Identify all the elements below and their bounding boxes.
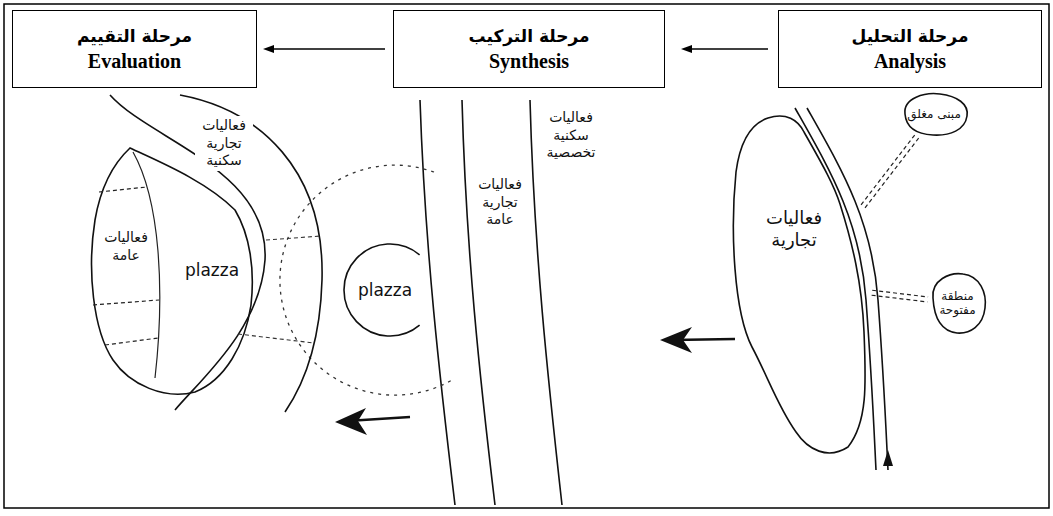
dashed-zone-arc bbox=[280, 165, 452, 395]
outline-path bbox=[733, 116, 865, 453]
strip-division bbox=[93, 300, 159, 305]
zone-label: فعاليات تجارية bbox=[757, 207, 832, 250]
activity-zone: فعاليات تجارية bbox=[728, 112, 878, 457]
stage-arrow-head bbox=[660, 327, 692, 353]
stage-box: مرحلة التقييمEvaluation bbox=[12, 10, 257, 88]
sketch-label: فعاليات سكنية تخصصية bbox=[540, 108, 602, 163]
dashed-link bbox=[861, 134, 920, 208]
shape-outline bbox=[728, 112, 878, 457]
band-division bbox=[266, 236, 321, 240]
plaza-region: plazza bbox=[85, 140, 260, 400]
stage-box: مرحلة التركيبSynthesis bbox=[393, 10, 665, 88]
band-line bbox=[180, 95, 322, 412]
sketch-label: فعاليات تجارية سكنية bbox=[195, 116, 253, 171]
street-line bbox=[807, 108, 888, 470]
zone-label: مبنى مغلق bbox=[907, 107, 961, 121]
stage-title-en: Analysis bbox=[874, 49, 946, 73]
zone-label: plazza bbox=[358, 280, 412, 300]
band-division bbox=[238, 334, 314, 343]
outer-frame bbox=[4, 4, 1049, 508]
connector-line bbox=[271, 48, 385, 49]
outline-path bbox=[344, 244, 420, 336]
sketch-label: فعاليات عامة bbox=[100, 228, 152, 265]
open-area-blob: منطقة مفتوحة bbox=[925, 268, 990, 338]
strip-line bbox=[133, 152, 160, 378]
connector-line bbox=[689, 48, 768, 49]
outline-path bbox=[905, 94, 967, 135]
outline-path bbox=[92, 148, 253, 394]
link-line bbox=[861, 134, 916, 205]
arrow-head bbox=[681, 45, 692, 53]
street-line bbox=[462, 100, 495, 505]
stage-title-en: Evaluation bbox=[88, 49, 181, 73]
stage-title: مرحلة التركيب bbox=[468, 25, 589, 47]
strip-division bbox=[99, 187, 147, 192]
stage-title: مرحلة التقييم bbox=[77, 25, 192, 47]
stage-arrow-head bbox=[335, 408, 367, 435]
stage-title: مرحلة التحليل bbox=[852, 25, 969, 47]
arrow-head bbox=[263, 45, 274, 53]
street-line bbox=[795, 108, 876, 470]
stage-title-en: Synthesis bbox=[489, 49, 569, 73]
direction-arrowhead bbox=[883, 450, 893, 466]
flow-arrow bbox=[263, 45, 385, 53]
stage-box: مرحلة التحليلAnalysis bbox=[778, 10, 1042, 88]
link-line bbox=[872, 295, 928, 302]
building-blob: مبنى مغلق bbox=[895, 88, 973, 140]
zone-label: plazza bbox=[185, 260, 239, 280]
flow-arrow bbox=[681, 45, 768, 53]
link-line bbox=[865, 137, 920, 208]
outline-path bbox=[933, 274, 985, 333]
strip-division bbox=[105, 338, 158, 345]
street-line bbox=[420, 100, 455, 505]
dashed-link bbox=[872, 290, 928, 302]
plaza-circle: plazza bbox=[340, 240, 440, 340]
zone-label: منطقة مفتوحة bbox=[933, 289, 983, 318]
sketch-label: فعاليات تجارية عامة bbox=[472, 175, 528, 230]
